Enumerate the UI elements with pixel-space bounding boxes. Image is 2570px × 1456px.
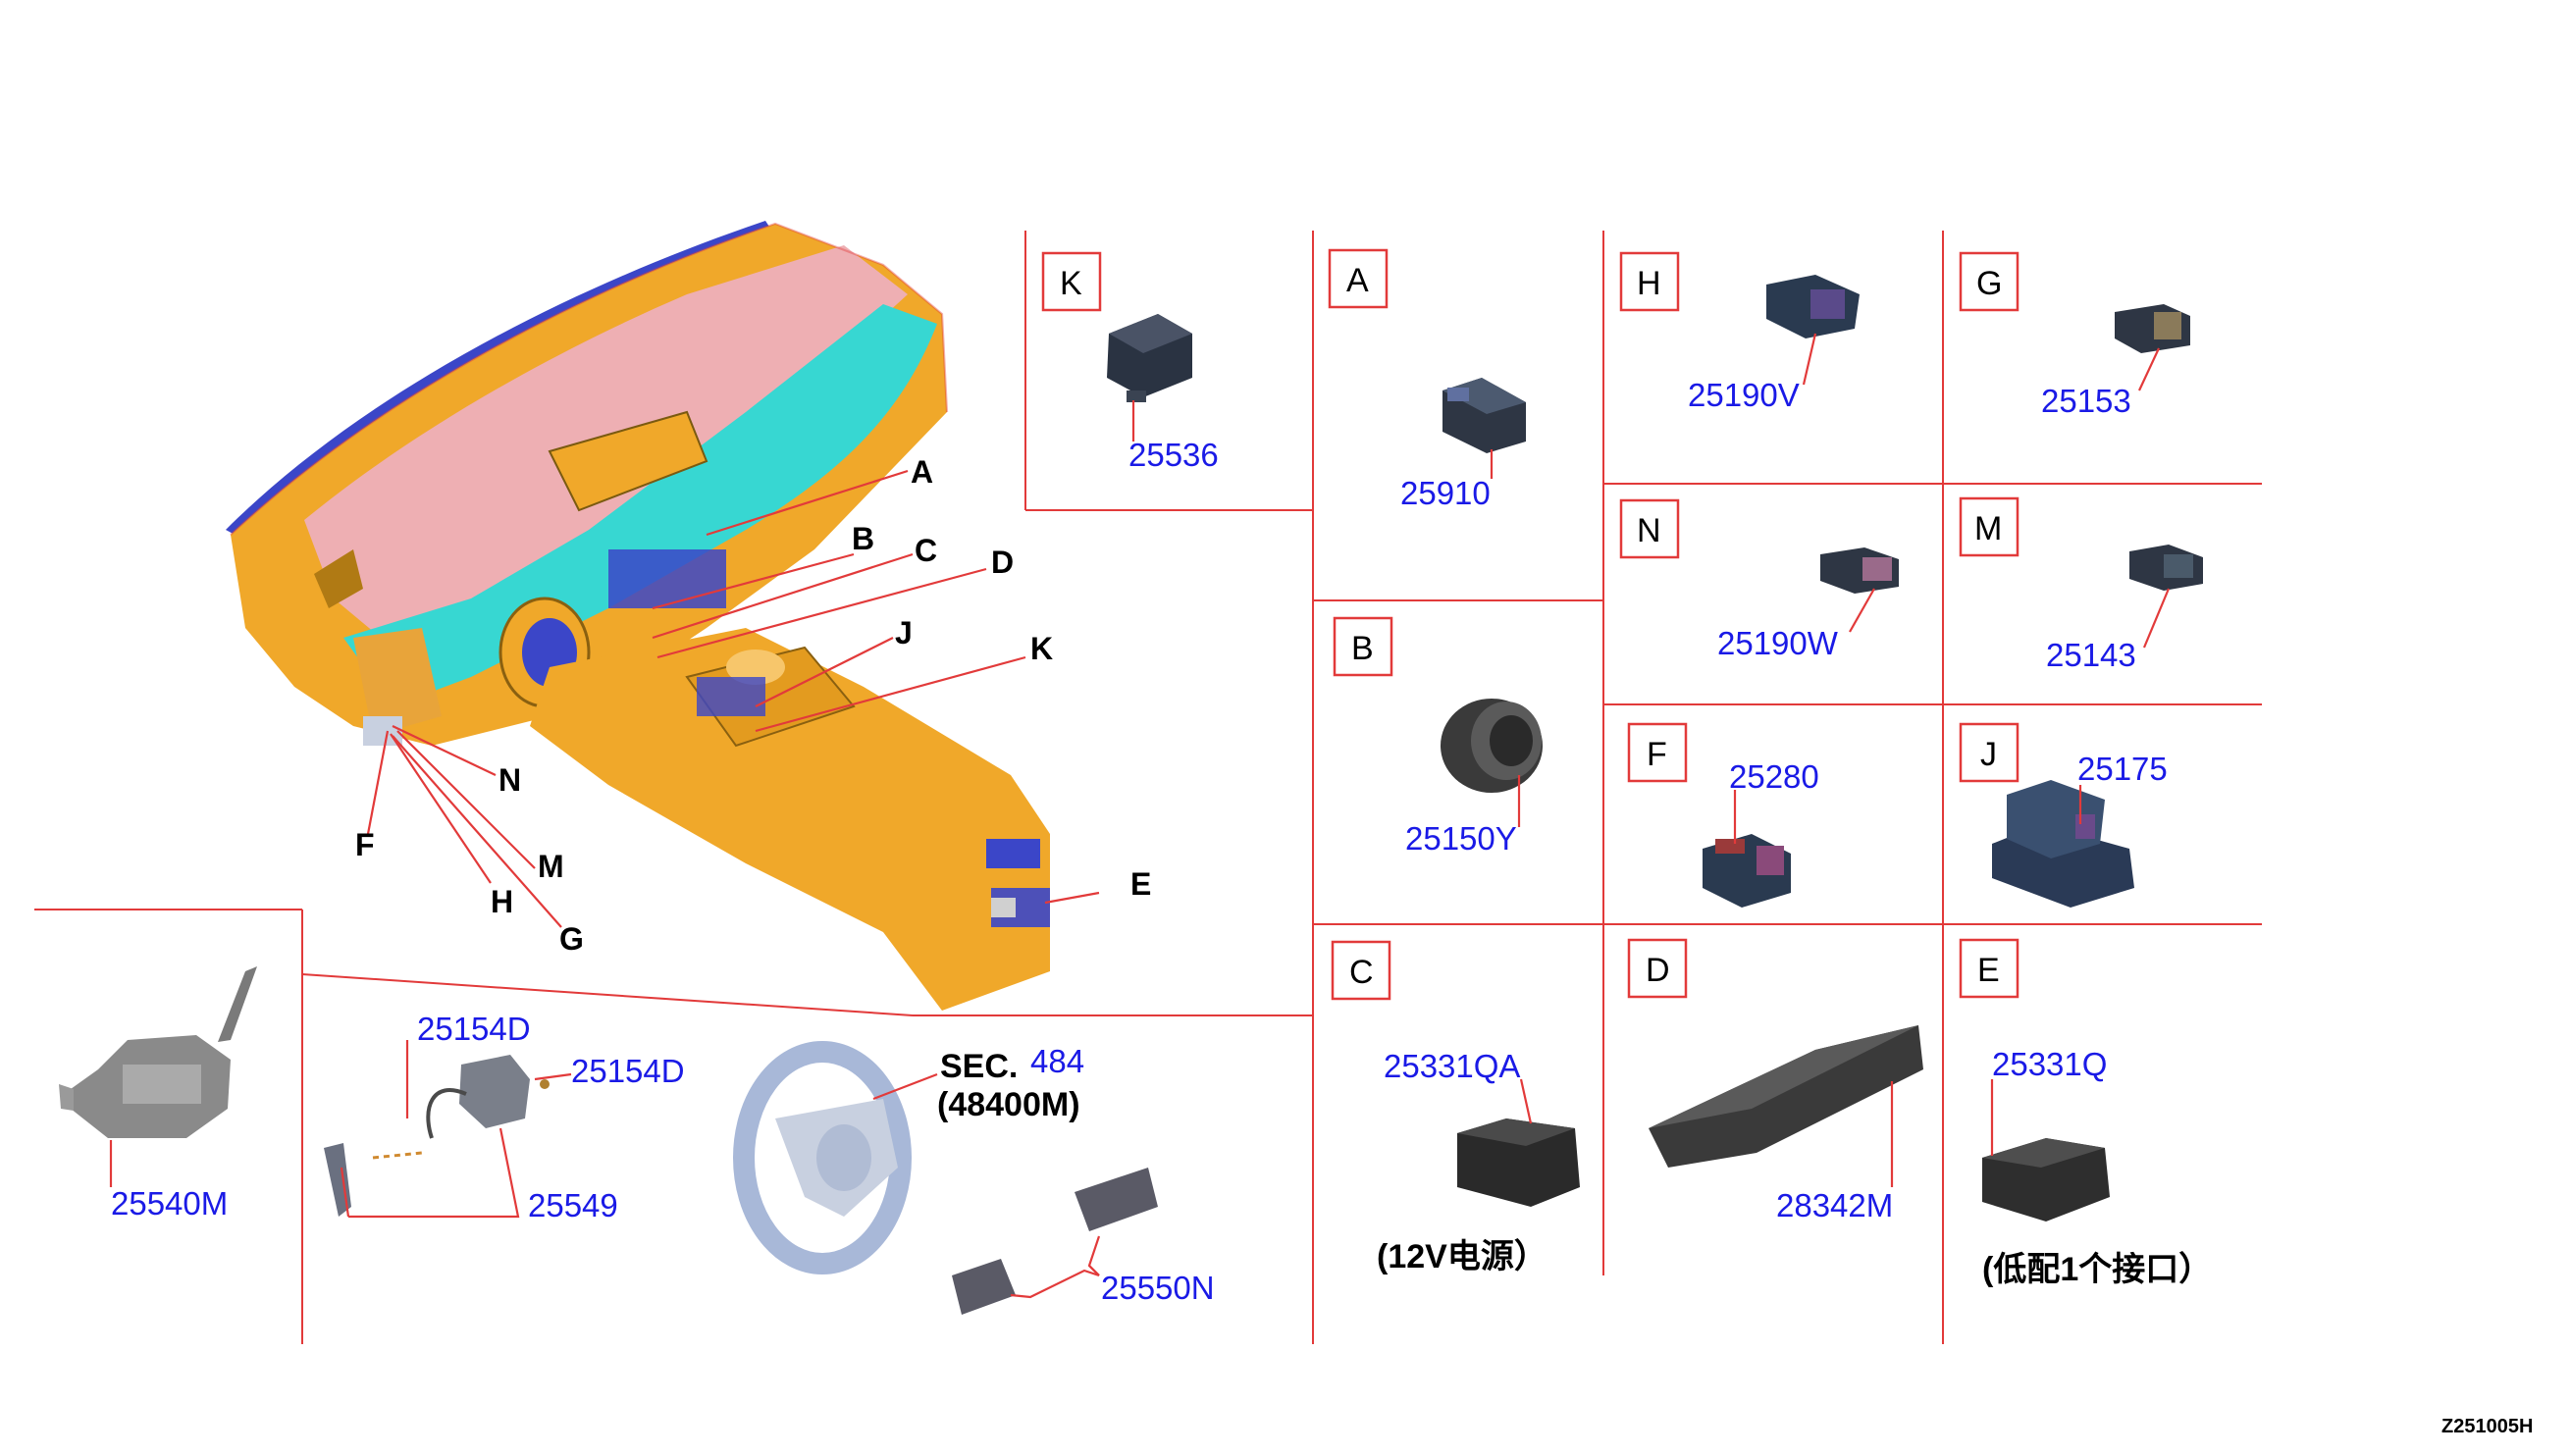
- part-number-B: 25150Y: [1405, 820, 1517, 857]
- part-number-D: 28342M: [1776, 1187, 1893, 1223]
- panel-letter-E: E: [1977, 952, 2000, 989]
- harness-illustration: [324, 1055, 550, 1217]
- callout-H: H: [491, 884, 513, 919]
- panel-letter-C: C: [1349, 954, 1374, 991]
- dashboard-callouts: A B C D J K N F M H G E: [355, 454, 1151, 957]
- sec-number: 484: [1030, 1043, 1084, 1079]
- part-25280-illustration: [1703, 834, 1791, 908]
- part-number-F: 25280: [1729, 758, 1819, 795]
- callout-J: J: [895, 615, 913, 650]
- part-25150Y-illustration: [1441, 699, 1543, 793]
- panel-notes: (12V电源） (低配1个接口）: [1377, 1237, 2212, 1288]
- panel-letter-K: K: [1060, 265, 1082, 302]
- part-25910-illustration: [1442, 378, 1526, 453]
- note-12v-power: (12V电源）: [1377, 1237, 1547, 1275]
- panel-part-leaders: [1131, 333, 2171, 1187]
- callout-A: A: [911, 454, 933, 490]
- panel-letter-D: D: [1646, 952, 1670, 989]
- panel-letter-G: G: [1976, 265, 2002, 302]
- part-number-C: 25331QA: [1384, 1048, 1520, 1084]
- panel-letter-J: J: [1980, 736, 1997, 773]
- combination-switch-illustration: [59, 966, 257, 1138]
- bottom-illustrations: [59, 966, 1158, 1315]
- diagram-reference-code: Z251005H: [2441, 1416, 2533, 1437]
- part-number-harness-c: 25549: [528, 1187, 618, 1223]
- part-25536-illustration: [1107, 314, 1192, 402]
- part-number-E: 25331Q: [1992, 1046, 2107, 1082]
- panel-letter-B: B: [1351, 630, 1374, 667]
- note-low-config-port: (低配1个接口）: [1982, 1250, 2212, 1288]
- panel-letter-A: A: [1346, 262, 1369, 299]
- callout-M: M: [538, 849, 564, 884]
- part-number-A: 25910: [1400, 475, 1491, 511]
- part-number-N: 25190W: [1717, 625, 1839, 661]
- panel-letter-H: H: [1637, 265, 1661, 302]
- panel-letter-boxes: K A H G N M B F J C D E: [1041, 248, 2019, 1001]
- part-number-K: 25536: [1128, 437, 1219, 473]
- part-number-harness-a: 25154D: [417, 1011, 531, 1047]
- part-number-H: 25190V: [1688, 377, 1800, 413]
- part-28342M-illustration: [1649, 1025, 1923, 1168]
- panel-letter-N: N: [1637, 512, 1661, 549]
- callout-F: F: [355, 827, 375, 862]
- part-number-J: 25175: [2077, 751, 2168, 787]
- panel-letter-M: M: [1974, 510, 2002, 547]
- part-25331Q-illustration: [1982, 1138, 2110, 1222]
- panel-grid: [34, 231, 2262, 1344]
- panel-letter-F: F: [1647, 736, 1667, 773]
- part-number-combination-switch: 25540M: [111, 1185, 228, 1222]
- bottom-labels: 25540M 25154D 25154D 25549 SEC. 484 (484…: [111, 1011, 1215, 1306]
- part-25175-illustration: [1992, 780, 2134, 908]
- sec-sub-label: (48400M): [937, 1086, 1080, 1123]
- panel-part-illustrations: [1107, 275, 2203, 1222]
- part-25153-illustration: [2115, 304, 2190, 353]
- part-number-M: 25143: [2046, 637, 2136, 673]
- part-25190W-illustration: [1820, 547, 1899, 594]
- part-25190V-illustration: [1766, 275, 1860, 338]
- panel-part-numbers: 25536 25910 25190V 25153 25190W 25143 25…: [1128, 377, 2168, 1223]
- sec-label: SEC.: [940, 1048, 1018, 1085]
- part-number-G: 25153: [2041, 383, 2131, 419]
- part-25331QA-illustration: [1457, 1118, 1580, 1207]
- callout-N: N: [498, 762, 521, 798]
- part-25143-illustration: [2129, 545, 2203, 591]
- part-number-switch-pair: 25550N: [1101, 1270, 1215, 1306]
- dashboard-leader-lines: [366, 469, 1100, 928]
- callout-K: K: [1030, 631, 1053, 666]
- callout-C: C: [915, 533, 937, 568]
- callout-B: B: [852, 521, 874, 556]
- steering-wheel-illustration: [733, 1041, 912, 1274]
- part-number-harness-b: 25154D: [571, 1053, 685, 1089]
- dashboard-illustration: [226, 221, 1050, 1011]
- callout-E: E: [1130, 866, 1151, 902]
- callout-D: D: [991, 545, 1014, 580]
- callout-G: G: [559, 921, 584, 957]
- switch-pair-illustration: [952, 1168, 1158, 1315]
- bottom-leaders: [109, 1040, 1101, 1299]
